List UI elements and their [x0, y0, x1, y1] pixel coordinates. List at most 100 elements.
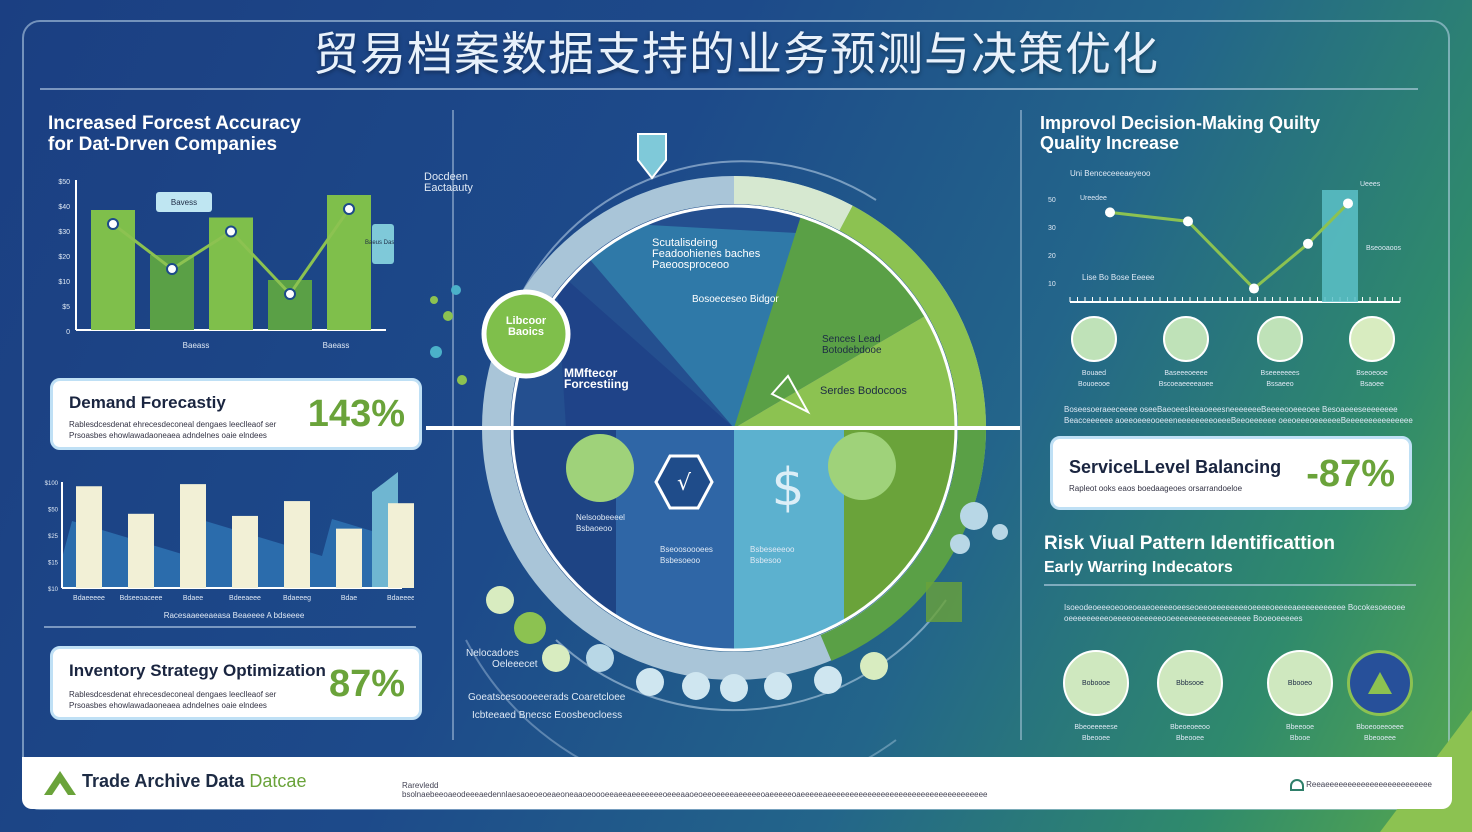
risk-circle-sublabel: Bbeooee: [1081, 735, 1111, 742]
right-heading-line1: Improvol Decision-Making Quilty: [1040, 113, 1321, 133]
left-lower-divider: [44, 626, 416, 628]
inventory-strategy-card[interactable]: Inventory Strategy Optimization Rablesdc…: [50, 646, 422, 720]
chart2-bar: [180, 484, 206, 588]
footer-desc: Rarevledd bsolnaebeeoaeodeeeaedennlaesao…: [402, 781, 988, 799]
chart3-side-label: Bseooaoos: [1366, 245, 1402, 252]
service-level-desc: Rapleot ooks eaos boedaageoes orsarrando…: [1069, 484, 1243, 493]
chart1-x-label: Baeass: [183, 341, 210, 350]
inventory-strategy-desc: Rablesdcesdenat ehrecesdeconeal dengaes …: [69, 690, 277, 710]
chart3-x-label: Lise Bo Bose Eeeee: [1082, 273, 1155, 282]
quality-circle-label: Baseeeoeeee: [1164, 370, 1208, 377]
left-heading-line1: Increased Forcest Accuracy: [48, 113, 301, 134]
check-glyph: √: [677, 471, 692, 496]
footer-bar: Trade Archive Data Datcae Rarevledd bsol…: [22, 757, 1452, 809]
service-balance-label: Serdes Bodocoos: [820, 385, 907, 397]
lettuce-icon: [566, 434, 634, 502]
chart1-trend-point: [284, 288, 296, 300]
chart2-y-tick: $50: [48, 508, 59, 514]
brand-logo-icon: [44, 771, 76, 795]
chart3-point: [1343, 198, 1353, 209]
chart2-x-label: Bdae: [341, 595, 357, 602]
chart1-y-tick: $5: [62, 304, 70, 311]
chart2-y-tick: $25: [48, 534, 59, 540]
bottom-arc: [555, 599, 947, 712]
triangle-chart-icon: [770, 374, 811, 415]
demand-forecasting-title: Demand Forecastiy: [69, 393, 226, 412]
risk-circle-label: Bbeoeoeeoo: [1170, 724, 1210, 731]
quality-circle-label: Bseeeeeees: [1260, 370, 1300, 377]
risk-heading-line2: Early Warring Indecators: [1044, 558, 1233, 576]
chart1-callout-text: Bavess: [171, 198, 197, 207]
bubble-6: [682, 672, 710, 700]
quality-circle-sublabel: Bscoeaeeeeaoee: [1158, 381, 1214, 388]
service-level-card[interactable]: ServiceLLevel Balancing Rapleot ooks eao…: [1050, 436, 1412, 510]
chart3-title-label: Uni Benceceeeaeyeoo: [1070, 169, 1151, 178]
chart1-x-label: Baeass: [323, 341, 350, 350]
left-badge[interactable]: [481, 289, 571, 379]
right-heading: Improvol Decision-Making Quilty Quality …: [1040, 113, 1321, 154]
chart3-y-tick: 50: [1048, 197, 1056, 204]
chart2-y-tick: $10: [48, 587, 59, 593]
bottom-label-4: Icbteeaed Bnecsc Eoosbeocloess: [472, 710, 623, 721]
bubble-3: [542, 644, 570, 672]
chart1-trend-point: [107, 218, 119, 230]
risk-circle-icon: Bbbsooe: [1157, 650, 1223, 716]
chart2-x-label: Bdaee: [183, 595, 203, 602]
chart3-point: [1105, 207, 1115, 218]
chart2-x-label: Bdaeeeg: [283, 595, 311, 602]
inventory-strategy-percent: 87%: [328, 663, 405, 705]
outer-ring-green-segment-2: [820, 427, 987, 661]
bubble-2: [514, 612, 546, 644]
chart2-bar: [128, 513, 154, 588]
left-heading-line2: for Dat-Drven Companies: [48, 133, 278, 155]
risk-circle-icon: Boboooe: [1063, 650, 1129, 716]
chart3-point: [1303, 238, 1313, 249]
risk-heading-line1: Risk Viual Pattern Identificattion: [1044, 533, 1336, 554]
quality-circle-label: Bouaed: [1081, 370, 1107, 377]
left-badge-label: Libcoor Baoics: [505, 315, 547, 338]
quality-circle-label: Bseoeooe: [1356, 370, 1388, 377]
quadrant-label-1: Nelsoobeeeel Bsbaoeoo: [576, 513, 625, 533]
quality-circle-icon: [1163, 316, 1209, 362]
central-diagram: √ $ Docdeen Eactaauty Libcoor Baoics: [424, 120, 1026, 798]
risk-circle-icon: Bbooeo: [1267, 650, 1333, 716]
chart1-y-tick: $30: [58, 229, 70, 236]
chart3-y-tick: 10: [1048, 281, 1056, 288]
chart2-bar: [76, 486, 102, 588]
chart1-y-tick: $10: [58, 279, 70, 286]
left-divider: [452, 110, 454, 740]
bubble-7: [720, 674, 748, 702]
inventory-strategy-title: Inventory Strategy Optimization: [69, 661, 326, 680]
service-lead-label: Sences Lead Botodebdooe: [822, 334, 882, 356]
chart3-legend: Ueees: [1360, 181, 1381, 188]
dollar-icon: $: [771, 458, 804, 518]
scheduling-icon-label: Bosoeceseo Bidgor: [692, 294, 779, 305]
chart1-y-tick: $20: [58, 254, 70, 261]
risk-divider: [1044, 584, 1416, 586]
segment-quadrant-teal: [734, 428, 844, 650]
demand-forecasting-card[interactable]: Demand Forecastiy Rablesdcesdenat ehrece…: [50, 378, 422, 450]
right-heading-line2: Quality Increase: [1040, 132, 1180, 153]
bubble-1: [486, 586, 514, 614]
bubble-10: [860, 652, 888, 680]
page-title: 贸易档案数据支持的业务预测与决策优化: [313, 28, 1159, 80]
service-level-title: ServiceLLevel Balancing: [1069, 457, 1282, 477]
quadrant-label-3: Bsbeseeeoo Bsbesoo: [750, 545, 795, 565]
chart3-y-tick: 30: [1048, 225, 1056, 232]
quality-circle-sublabel: Bouoeooe: [1078, 381, 1110, 388]
outer-ring-green-segment: [839, 205, 986, 429]
bubble-9: [814, 666, 842, 694]
bubble-5: [636, 668, 664, 696]
chart3-y-tick: 20: [1048, 253, 1056, 260]
chart1-y-tick: $50: [58, 179, 70, 186]
top-left-label: Docdeen Eactaauty: [424, 171, 473, 194]
chart2-x-label: Bdaeeeee: [73, 595, 105, 602]
quality-desc: Boseesoeraeeceeee oseeBaeoeesleeaoeeesne…: [1064, 405, 1413, 425]
quadrant-label-2: Bseoosoooees Bsbesoeoo: [660, 545, 713, 565]
